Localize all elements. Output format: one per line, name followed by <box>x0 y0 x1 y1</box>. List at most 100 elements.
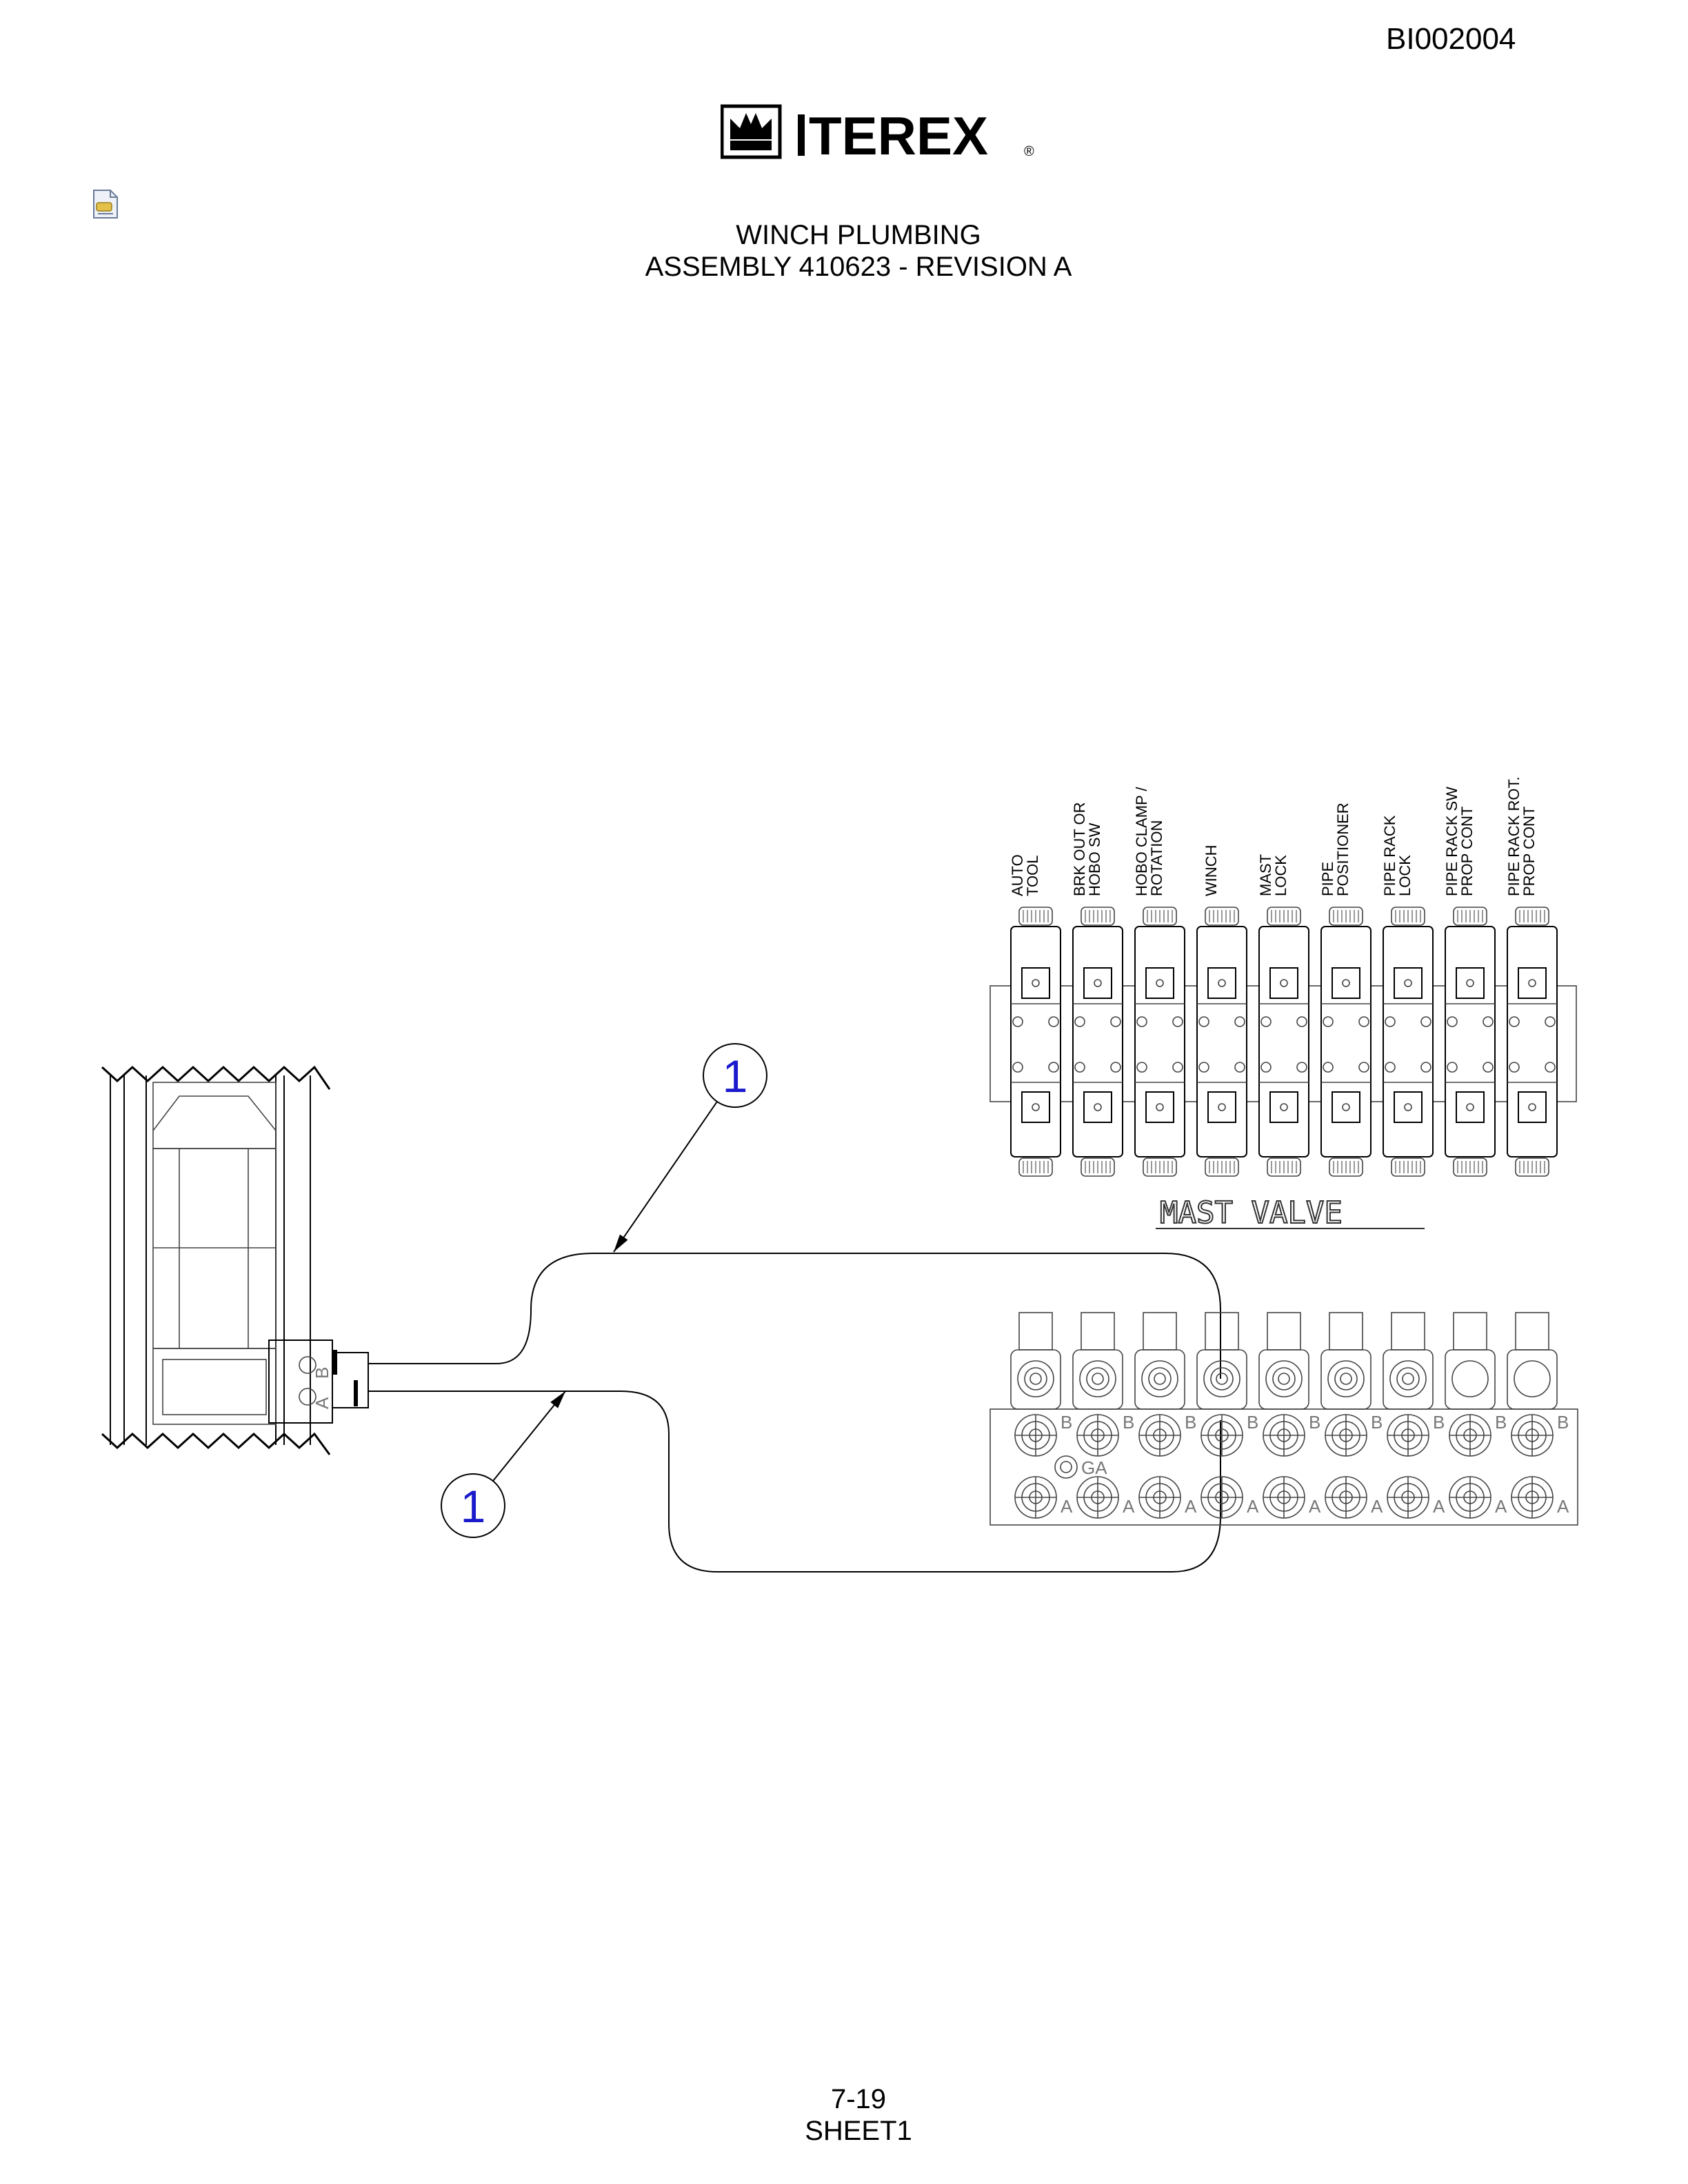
solenoid-coil <box>1021 1091 1050 1123</box>
valve-function-label: ROTATION <box>1148 820 1165 896</box>
solenoid-coil <box>1394 967 1423 999</box>
leader-line <box>613 1101 718 1253</box>
coil-nut <box>1218 1103 1226 1111</box>
mount-bolt <box>1296 1062 1307 1073</box>
manifold-station: BA <box>1507 1312 1569 1519</box>
solenoid-coil <box>1207 1091 1236 1123</box>
solenoid-stem <box>1515 1312 1549 1351</box>
valve-spool-housing <box>1134 926 1185 1157</box>
solenoid-body <box>1383 1349 1434 1410</box>
document-id: BI002004 <box>1386 22 1516 56</box>
solenoid-connector-top <box>1329 907 1363 926</box>
valve-spool-housing <box>1072 926 1123 1157</box>
mount-bolt <box>1447 1016 1458 1027</box>
port-b-label: B <box>1557 1412 1569 1433</box>
solenoid-cap <box>1265 1360 1303 1397</box>
solenoid-connector-top <box>1081 907 1115 926</box>
drum-top-flange <box>152 1082 277 1149</box>
solenoid-connector-bottom <box>1515 1157 1549 1177</box>
solenoid-body <box>1258 1349 1309 1410</box>
valve-section: HOBO CLAMP /ROTATION <box>1133 787 1185 1177</box>
solenoid-coil <box>1394 1091 1423 1123</box>
solenoid-connector-top <box>1391 907 1425 926</box>
port-a-fitting <box>299 1388 316 1406</box>
mount-bolt <box>1110 1062 1121 1073</box>
mount-bolt <box>1385 1062 1396 1073</box>
break-line-bottom <box>101 1432 331 1455</box>
drum-flange-bevel <box>152 1095 277 1131</box>
manifold-station: BA <box>1196 1312 1259 1519</box>
break-line-top <box>101 1065 331 1090</box>
port-a-label: A <box>1557 1496 1569 1517</box>
mount-bolt <box>1296 1016 1307 1027</box>
hoses <box>368 1253 1221 1573</box>
hose-a <box>368 1391 1221 1573</box>
mast-valve-label: MAST VALVE <box>1160 1195 1343 1231</box>
port-a-label: A <box>1371 1496 1383 1517</box>
coil-nut <box>1094 1103 1102 1111</box>
mount-bolt <box>1323 1016 1334 1027</box>
coil-nut <box>1528 979 1536 987</box>
solenoid-coil <box>1207 967 1236 999</box>
mount-bolt <box>1358 1016 1369 1027</box>
coil-nut <box>1466 979 1474 987</box>
solenoid-coil <box>1145 967 1174 999</box>
solenoid-body <box>1320 1349 1372 1410</box>
solenoid-connector-top <box>1143 907 1177 926</box>
mount-bolt <box>1172 1062 1183 1073</box>
port-b-fitting <box>299 1356 316 1374</box>
solenoid-body <box>1134 1349 1185 1410</box>
balloon-circle <box>441 1473 505 1538</box>
coil-nut <box>1466 1103 1474 1111</box>
solenoid-stem <box>1081 1312 1115 1351</box>
manifold-station: BA <box>1010 1312 1073 1519</box>
balloon-number: 1 <box>723 1051 748 1102</box>
port-b-label: B <box>1123 1412 1134 1433</box>
mount-bolt <box>1074 1062 1085 1073</box>
valve-function-label: POSITIONER <box>1334 802 1352 896</box>
valve-spool-housing <box>1010 926 1061 1157</box>
solenoid-body <box>1010 1349 1061 1410</box>
mount-bolt <box>1198 1016 1209 1027</box>
mount-bolt <box>1545 1016 1556 1027</box>
coil-nut <box>1032 1103 1040 1111</box>
mount-bolt <box>1260 1062 1272 1073</box>
document-icon <box>93 190 118 219</box>
valve-function-label: PIPE RACK <box>1381 815 1398 896</box>
valve-function-label: WINCH <box>1203 845 1220 896</box>
solenoid-cap <box>1451 1360 1489 1397</box>
solenoid-body <box>1445 1349 1496 1410</box>
solenoid-cap <box>1141 1360 1178 1397</box>
valve-function-label: HOBO SW <box>1086 822 1103 896</box>
solenoid-coil <box>1145 1091 1174 1123</box>
solenoid-coil <box>1456 967 1485 999</box>
solenoid-coil <box>1518 1091 1547 1123</box>
mount-bolt <box>1358 1062 1369 1073</box>
mount-bolt <box>1420 1016 1431 1027</box>
solenoid-cap <box>1017 1360 1054 1397</box>
valve-function-label: LOCK <box>1396 855 1414 896</box>
port-b-label: B <box>1247 1412 1258 1433</box>
solenoid-body <box>1196 1349 1247 1410</box>
solenoid-connector-top <box>1267 907 1301 926</box>
solenoid-stem <box>1143 1312 1177 1351</box>
valve-section: WINCH <box>1196 845 1247 1177</box>
valve-spool-housing <box>1320 926 1372 1157</box>
gauge-port: GA <box>1054 1455 1107 1479</box>
mount-bolt <box>1509 1062 1520 1073</box>
hose-b <box>368 1253 1221 1379</box>
balloon-number: 1 <box>461 1481 486 1532</box>
coil-nut <box>1404 979 1412 987</box>
mount-bolt <box>1385 1016 1396 1027</box>
port-b-label: B <box>1061 1412 1072 1433</box>
manifold-station: BA <box>1258 1312 1321 1519</box>
solenoid-connector-bottom <box>1267 1157 1301 1177</box>
port-b-label: B <box>1495 1412 1507 1433</box>
valve-function-label: TOOL <box>1024 855 1041 896</box>
winch-drum <box>101 1065 331 1455</box>
solenoid-stem <box>1391 1312 1425 1351</box>
